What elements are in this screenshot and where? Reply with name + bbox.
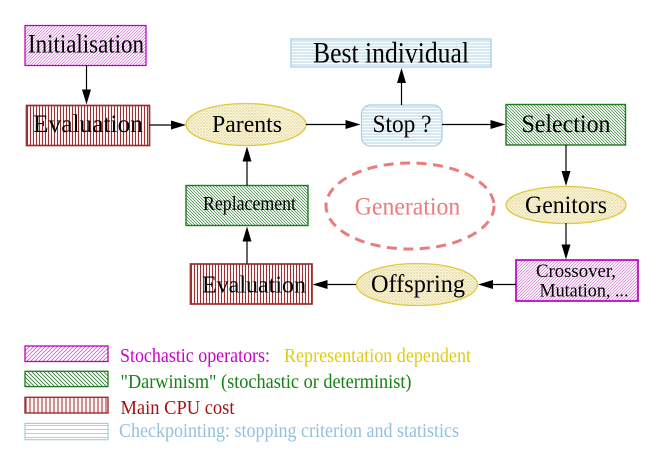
svg-text:Initialisation: Initialisation bbox=[28, 30, 144, 59]
svg-text:Selection: Selection bbox=[522, 111, 611, 138]
svg-text:Evaluation: Evaluation bbox=[202, 273, 306, 299]
svg-text:Crossover,: Crossover, bbox=[536, 262, 616, 282]
svg-text:Evaluation: Evaluation bbox=[33, 111, 143, 138]
svg-text:Representation dependent: Representation dependent bbox=[284, 345, 471, 367]
svg-text:Stop ?: Stop ? bbox=[373, 111, 432, 138]
svg-text:Replacement: Replacement bbox=[203, 194, 297, 215]
svg-text:Stochastic operators:: Stochastic operators: bbox=[120, 345, 270, 367]
svg-text:"Darwinism" (stochastic or det: "Darwinism" (stochastic or determinist) bbox=[121, 371, 412, 393]
svg-text:Parents: Parents bbox=[212, 112, 282, 138]
svg-text:Generation: Generation bbox=[355, 194, 461, 221]
svg-text:Mutation, ...: Mutation, ... bbox=[540, 282, 629, 302]
svg-text:Offspring: Offspring bbox=[371, 271, 465, 298]
svg-text:Main CPU cost: Main CPU cost bbox=[121, 397, 235, 419]
svg-text:Best individual: Best individual bbox=[313, 37, 469, 70]
svg-text:Genitors: Genitors bbox=[525, 192, 607, 219]
svg-text:Checkpointing: stopping criter: Checkpointing: stopping criterion and st… bbox=[119, 420, 459, 442]
